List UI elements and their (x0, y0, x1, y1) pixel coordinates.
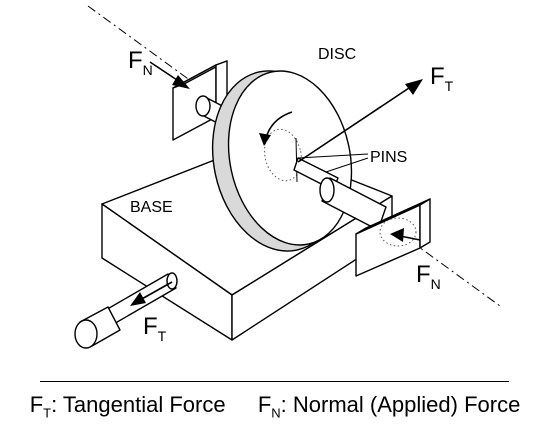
disc-hidden-hub (264, 128, 302, 182)
tangential-force-arrow-lower (130, 281, 173, 306)
tangential-force-arrow-upper (297, 79, 423, 163)
legend-tangential-sub: T (43, 405, 52, 421)
normal-force-arrow-lower (390, 228, 421, 242)
tangential-force-label-upper: FT (430, 63, 454, 94)
disc-label: DISC (318, 46, 356, 63)
pins-leader-2 (325, 157, 369, 173)
base-label: BASE (130, 199, 173, 216)
right-hidden-bore (379, 217, 417, 247)
right-shaft-end (319, 177, 335, 203)
normal-force-label-lower: FN (416, 261, 441, 292)
legend-tangential-text: : Tangential Force (51, 392, 226, 417)
disc-part (211, 70, 353, 252)
knob-face (74, 319, 98, 349)
normal-force-arrow-upper (149, 61, 190, 89)
legend-normal-sub: N (271, 405, 281, 421)
base-knob (74, 272, 178, 349)
legend-tangential-symbol: F (29, 392, 44, 417)
knob-stem-end (166, 272, 178, 290)
pins-label: PINS (370, 149, 407, 166)
disc-rotation-arrow (259, 111, 293, 146)
legend-normal-symbol: F (257, 392, 272, 417)
legend-tangential: FT: Tangential Force (29, 392, 226, 421)
normal-force-label-upper: FN (128, 47, 153, 78)
right-holder (293, 157, 431, 277)
pins-leader-1 (297, 153, 369, 159)
tangential-force-label-lower: FT (143, 313, 167, 344)
legend: FT: Tangential Force FN: Normal (Applied… (0, 392, 550, 420)
legend-normal-text: : Normal (Applied) Force (280, 392, 521, 417)
right-holder-side (419, 198, 431, 249)
legend-normal: FN: Normal (Applied) Force (257, 392, 521, 421)
pin-contact-line (295, 137, 298, 183)
left-shaft-end (195, 95, 211, 117)
disc-face (227, 70, 353, 246)
legend-divider (40, 381, 509, 382)
